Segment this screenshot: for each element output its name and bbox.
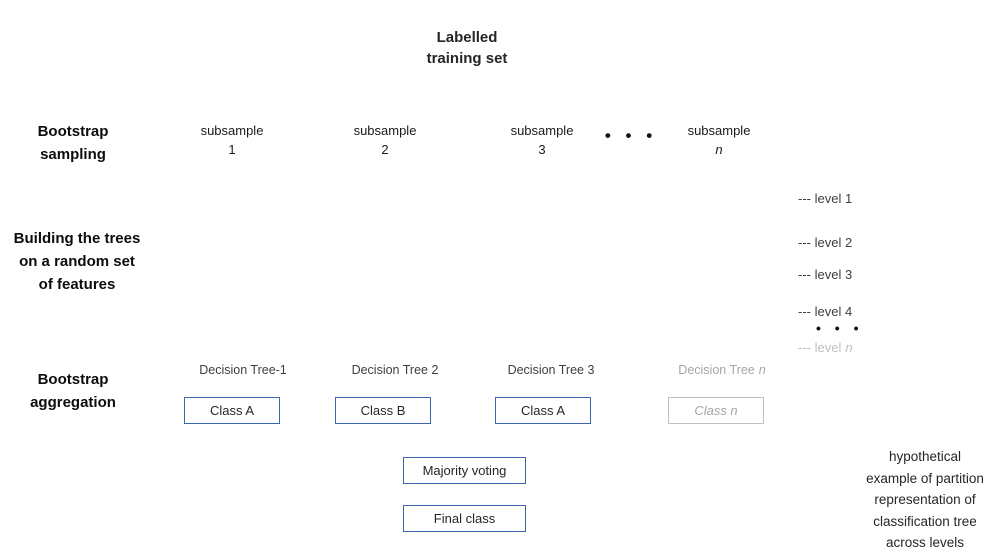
decision-tree-3-label: Decision Tree 3 bbox=[507, 363, 595, 377]
subsample-n-label: subsample n bbox=[687, 123, 751, 157]
label-building-trees: Building the trees on a random set of fe… bbox=[13, 230, 141, 293]
subsample-2-label: subsample 2 bbox=[353, 123, 417, 157]
decision-tree-1-label: Decision Tree-1 bbox=[199, 363, 287, 377]
level-3-label: --- level 3 bbox=[798, 267, 853, 282]
class-box-2: Class B bbox=[335, 397, 431, 424]
level-4-label: --- level 4 bbox=[798, 304, 853, 319]
label-bootstrap-aggregation: Bootstrap aggregation bbox=[30, 371, 116, 411]
class-box-1: Class A bbox=[184, 397, 280, 424]
class-box-n: Class n bbox=[668, 397, 764, 424]
root-node-label: Labelled training set bbox=[426, 29, 508, 67]
class-box-3: Class A bbox=[495, 397, 591, 424]
subsample-3-label: subsample 3 bbox=[510, 123, 574, 157]
majority-voting-box: Majority voting bbox=[403, 457, 526, 484]
level-1-label: --- level 1 bbox=[798, 191, 853, 206]
subsample-1-label: subsample 1 bbox=[200, 123, 264, 157]
ellipsis-levels: • • • bbox=[816, 320, 864, 336]
level-2-label: --- level 2 bbox=[798, 235, 853, 250]
ellipsis-subsamples: • • • bbox=[604, 126, 658, 145]
label-bootstrap-sampling: Bootstrap sampling bbox=[37, 123, 109, 163]
partition-caption: hypothetical example of partition repres… bbox=[866, 449, 984, 550]
decision-tree-2-label: Decision Tree 2 bbox=[351, 363, 439, 377]
final-class-box: Final class bbox=[403, 505, 526, 532]
